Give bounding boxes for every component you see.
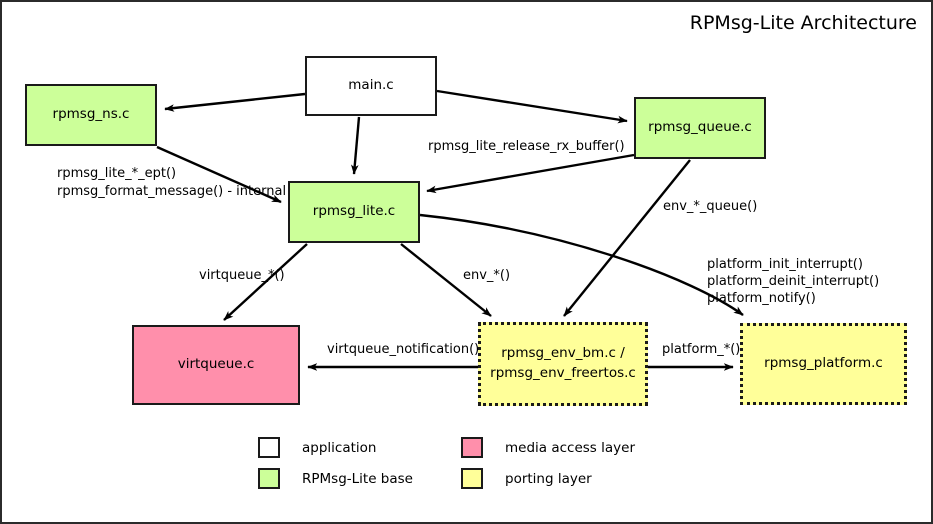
edge-label-rpmsg-env-to-virtqueue: virtqueue_notification() — [327, 342, 480, 357]
legend-item-media-access-layer: media access layer — [461, 437, 635, 458]
edge-label-rpmsg-ns-to-rpmsg-lite-line1: rpmsg_lite_*_ept() — [57, 166, 177, 181]
page-title: RPMsg-Lite Architecture — [689, 12, 917, 34]
legend-swatch-porting-layer — [461, 468, 483, 489]
node-rpmsg-lite[interactable]: rpmsg_lite.c — [288, 181, 420, 243]
node-virtqueue[interactable]: virtqueue.c — [132, 325, 300, 405]
legend-label-rpmsg-lite-base: RPMsg-Lite base — [302, 470, 413, 487]
edge-label-rpmsg-lite-to-rpmsg-platform-line2: platform_deinit_interrupt() — [707, 274, 880, 289]
node-rpmsg-ns[interactable]: rpmsg_ns.c — [25, 84, 157, 146]
legend-swatch-media-access-layer — [461, 437, 483, 458]
node-label: virtqueue.c — [177, 356, 255, 373]
edge-label-rpmsg-queue-to-rpmsg-lite: rpmsg_lite_release_rx_buffer() — [428, 139, 625, 154]
legend-label-porting-layer: porting layer — [505, 470, 592, 487]
node-main[interactable]: main.c — [305, 56, 437, 116]
legend-swatch-rpmsg-lite-base — [258, 468, 280, 489]
node-rpmsg-platform[interactable]: rpmsg_platform.c — [740, 323, 907, 405]
legend-item-application: application — [258, 437, 376, 458]
legend-label-application: application — [302, 439, 377, 456]
legend-item-porting-layer: porting layer — [461, 468, 592, 489]
node-rpmsg-env[interactable]: rpmsg_env_bm.c / rpmsg_env_freertos.c — [478, 322, 648, 406]
edge-label-rpmsg-lite-to-rpmsg-platform-line1: platform_init_interrupt() — [707, 257, 863, 272]
node-label: main.c — [348, 77, 394, 94]
node-label: rpmsg_lite.c — [312, 203, 396, 220]
node-label: rpmsg_platform.c — [764, 355, 883, 372]
node-rpmsg-queue[interactable]: rpmsg_queue.c — [634, 97, 766, 159]
node-label: rpmsg_env_bm.c / rpmsg_env_freertos.c — [490, 345, 636, 381]
legend-item-rpmsg-lite-base: RPMsg-Lite base — [258, 468, 413, 489]
node-label: rpmsg_queue.c — [648, 119, 752, 136]
legend-swatch-application — [258, 437, 280, 458]
node-label: rpmsg_ns.c — [52, 106, 130, 123]
legend-label-media-access-layer: media access layer — [505, 439, 635, 456]
edge-label-rpmsg-env-to-rpmsg-platform: platform_*() — [662, 342, 741, 357]
